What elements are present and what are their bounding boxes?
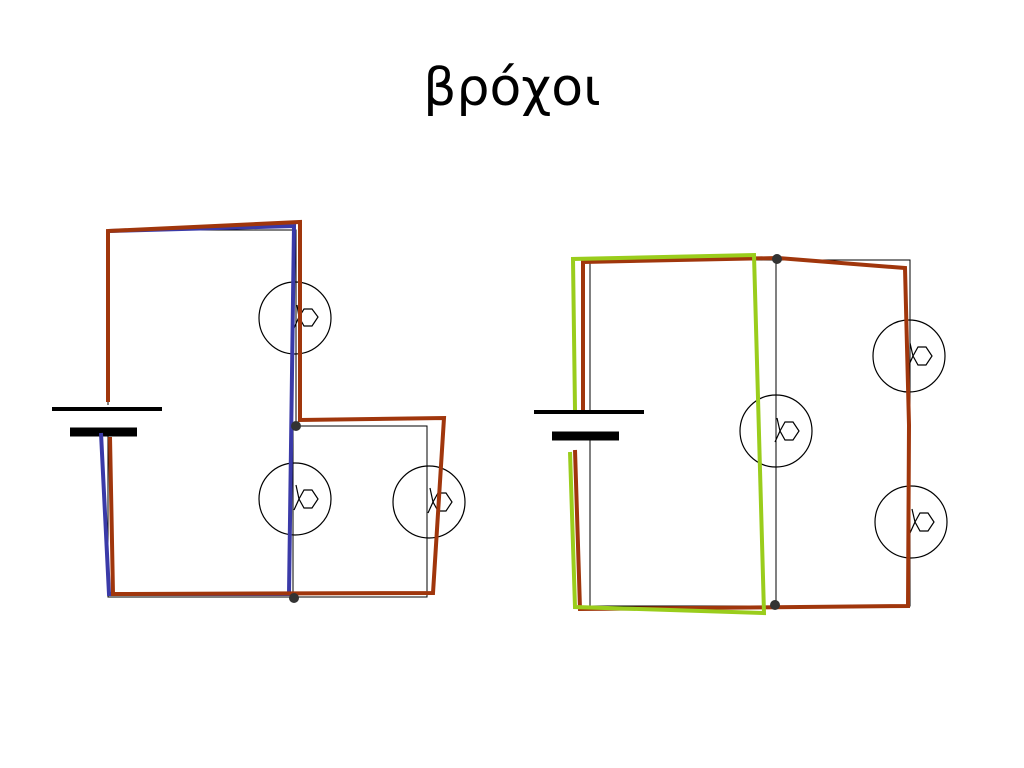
right-loop-red bbox=[573, 255, 912, 612]
right-node-upper bbox=[772, 254, 782, 264]
bulb-lead bbox=[909, 508, 916, 534]
bulb-lead bbox=[774, 417, 781, 443]
bulb-lead bbox=[907, 342, 914, 368]
bulb-filament bbox=[914, 512, 935, 532]
bulb-icon bbox=[739, 394, 813, 468]
bulb-filament bbox=[912, 346, 933, 366]
right-loop-green bbox=[568, 252, 767, 616]
left-node-upper bbox=[291, 421, 301, 431]
bulb-filament bbox=[298, 489, 319, 509]
left-outer-wire bbox=[107, 229, 428, 598]
right-bulb-bottom bbox=[874, 485, 948, 559]
bulb-lead bbox=[427, 487, 434, 514]
left-circuit bbox=[52, 219, 466, 603]
bulb-filament bbox=[432, 492, 453, 512]
right-node-lower bbox=[770, 600, 780, 610]
bulb-lead bbox=[293, 484, 300, 511]
right-outer-wire bbox=[589, 259, 911, 607]
bulb-filament bbox=[779, 421, 800, 441]
bulb-icon bbox=[874, 485, 948, 559]
left-bulb-right bbox=[392, 465, 466, 539]
left-loop-red bbox=[106, 219, 447, 597]
bulb-icon bbox=[258, 462, 332, 536]
bulb-icon bbox=[392, 465, 466, 539]
right-battery bbox=[534, 410, 644, 441]
right-circuit bbox=[534, 252, 948, 616]
left-circuit-wires bbox=[107, 229, 428, 598]
slide-title: βρόχοι bbox=[423, 58, 601, 118]
left-node-lower bbox=[289, 593, 299, 603]
left-battery bbox=[52, 407, 162, 437]
right-circuit-wires bbox=[589, 259, 911, 607]
left-bulb-bottom bbox=[258, 462, 332, 536]
right-bulb-middle bbox=[739, 394, 813, 468]
